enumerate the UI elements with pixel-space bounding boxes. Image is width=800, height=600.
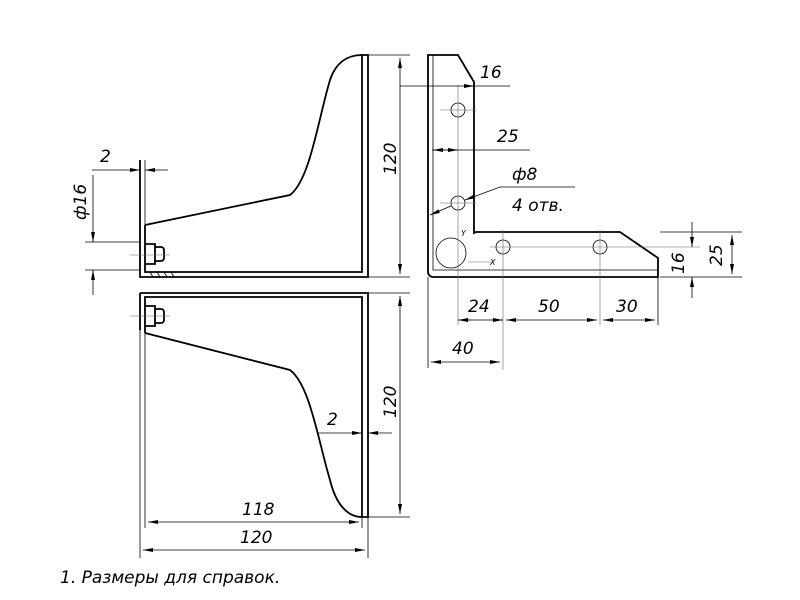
drawing-note: 1. Размеры для справок.	[60, 568, 280, 588]
dim-phi16: ф16	[71, 184, 91, 220]
hole-count: 4 отв.	[512, 196, 564, 216]
axis-y-label: Y	[461, 229, 467, 238]
dim-hole-diameter: ф8	[512, 165, 538, 185]
dim-plan-30: 30	[616, 297, 638, 317]
dim-bottom-120: 120	[381, 386, 401, 418]
dim-top-120: 120	[381, 143, 401, 175]
bolt-head	[145, 243, 165, 265]
side-view-top	[85, 54, 410, 295]
plan-view: X Y	[400, 54, 742, 370]
axis-x-label: X	[489, 258, 496, 267]
dim-top-2: 2	[100, 147, 111, 167]
dim-118: 118	[242, 500, 275, 520]
dim-plan-24: 24	[468, 297, 490, 317]
side-view-bottom	[130, 292, 410, 558]
dim-plan-16: 16	[480, 63, 502, 83]
dim-plan-50: 50	[538, 297, 560, 317]
dim-plan-40: 40	[452, 339, 474, 359]
dim-120-width: 120	[240, 528, 272, 548]
dim-plan-25-right: 25	[707, 244, 727, 266]
dim-plan-25: 25	[497, 127, 519, 147]
dim-bottom-2: 2	[327, 410, 338, 430]
dim-plan-16-right: 16	[669, 252, 689, 274]
